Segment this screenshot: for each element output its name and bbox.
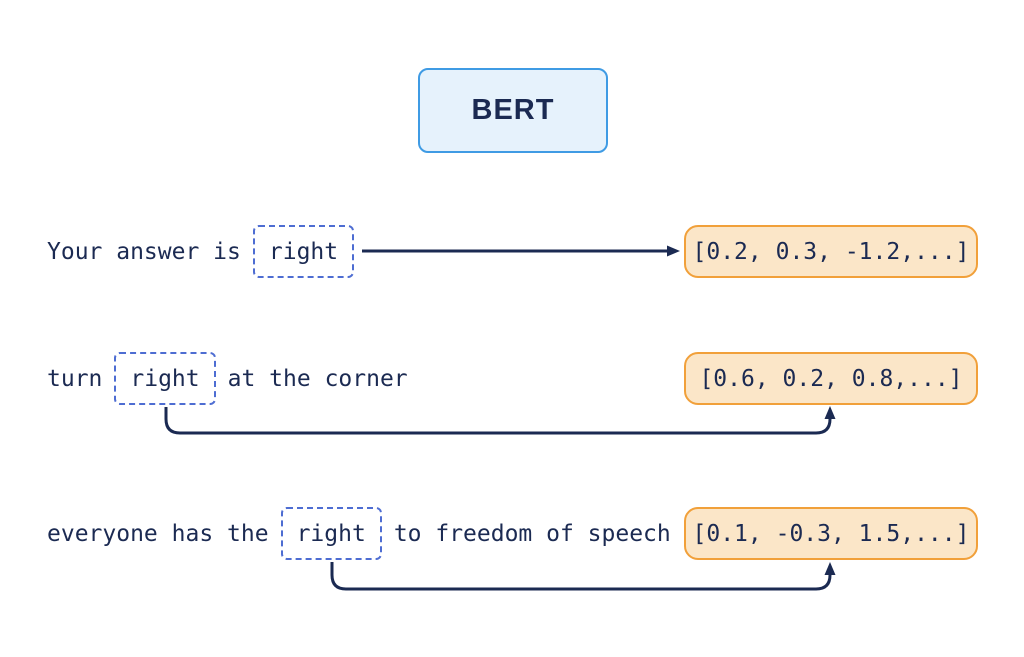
token-box-1: right bbox=[252, 225, 355, 278]
embedding-2-value: [0.6, 0.2, 0.8,...] bbox=[699, 365, 963, 392]
sentence-2-post: at the corner bbox=[227, 365, 408, 392]
arrow-elbow-icon-row3 bbox=[330, 562, 836, 591]
token-box-3: right bbox=[280, 507, 382, 560]
sentence-row-2: turn right at the corner bbox=[47, 352, 408, 405]
bert-model-box: BERT bbox=[418, 68, 608, 153]
sentence-1-pre: Your answer is bbox=[47, 238, 241, 265]
sentence-3-post: to freedom of speech bbox=[393, 520, 671, 547]
bert-model-label: BERT bbox=[471, 94, 555, 126]
token-box-2: right bbox=[114, 352, 216, 405]
embedding-box-1: [0.2, 0.3, -1.2,...] bbox=[684, 225, 978, 278]
sentence-row-1: Your answer is right bbox=[47, 225, 366, 278]
sentence-row-3: everyone has the right to freedom of spe… bbox=[47, 507, 671, 560]
embedding-box-2: [0.6, 0.2, 0.8,...] bbox=[684, 352, 978, 405]
sentence-2-pre: turn bbox=[47, 365, 103, 392]
embedding-1-value: [0.2, 0.3, -1.2,...] bbox=[692, 238, 970, 265]
token-1-label: right bbox=[268, 238, 339, 265]
sentence-3-pre: everyone has the bbox=[47, 520, 269, 547]
embedding-3-value: [0.1, -0.3, 1.5,...] bbox=[692, 520, 970, 547]
embedding-box-3: [0.1, -0.3, 1.5,...] bbox=[684, 507, 978, 560]
token-2-label: right bbox=[130, 365, 200, 392]
arrow-elbow-icon-row2 bbox=[164, 406, 836, 435]
token-3-label: right bbox=[296, 520, 366, 547]
